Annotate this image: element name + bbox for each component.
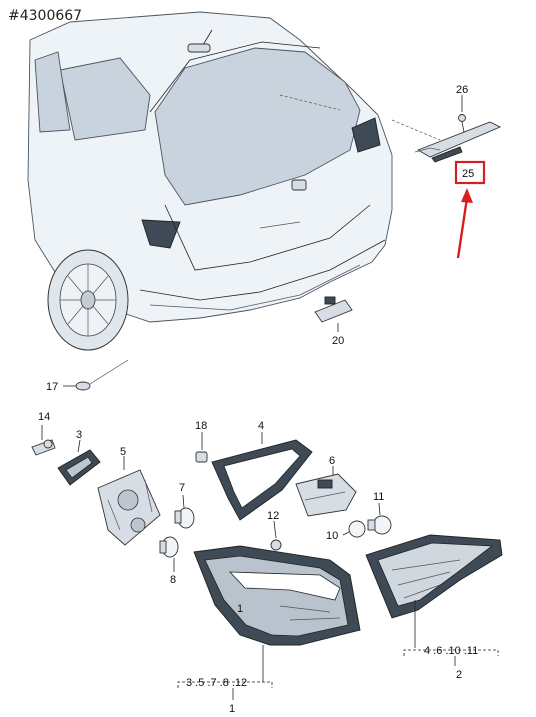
callout-11: 11 <box>373 491 384 503</box>
callout-6: 6 <box>329 455 335 467</box>
part-1-outer-tail-lamp <box>193 545 361 682</box>
part-8-bulb <box>159 536 179 572</box>
group-bracket-1 <box>177 681 273 700</box>
part-14-bulb-socket <box>31 425 56 456</box>
group-label-1: 3 .5 .7 .8 .12 <box>186 677 247 689</box>
callout-7: 7 <box>179 482 185 494</box>
part-10-bulb <box>342 520 366 538</box>
part-6-bulb-holder <box>295 466 357 517</box>
part-5-bulb-carrier <box>97 456 161 546</box>
callout-25: 25 <box>462 168 474 180</box>
car-rear-illustration <box>27 11 441 351</box>
callout-17: 17 <box>46 381 58 393</box>
highlight-box <box>454 160 486 185</box>
part-2-inner-tail-lamp <box>365 534 503 648</box>
callout-8: 8 <box>170 574 176 586</box>
part-7-bulb <box>174 494 195 529</box>
callout-26: 26 <box>456 84 468 96</box>
part-3-seal <box>57 439 101 486</box>
reference-number: #4300667 <box>8 8 82 24</box>
part-17-clip <box>63 359 129 391</box>
part-25-bracket <box>414 121 502 163</box>
callout-10: 10 <box>326 530 338 542</box>
group-label-2: 4 .6 .10 .11 <box>424 645 478 657</box>
part-12-clip <box>270 520 282 551</box>
part-18-nut <box>195 432 208 463</box>
part-11-bulb <box>367 502 392 535</box>
callout-18: 18 <box>195 420 207 432</box>
callout-1: 1 <box>237 603 243 615</box>
group-bracket-2 <box>403 649 499 666</box>
callout-5: 5 <box>120 446 126 458</box>
part-26-screw <box>458 95 466 133</box>
callout-14: 14 <box>38 411 50 423</box>
callout-3: 3 <box>76 429 82 441</box>
part-4-gasket <box>211 432 313 521</box>
highlight-arrow <box>456 188 473 259</box>
callout-4: 4 <box>258 420 264 432</box>
callout-20: 20 <box>332 335 344 347</box>
callout-2: 2 <box>456 669 462 681</box>
callout-12: 12 <box>267 510 279 522</box>
callout-1-bottom: 1 <box>229 703 235 715</box>
part-20-plate-light <box>314 296 353 332</box>
